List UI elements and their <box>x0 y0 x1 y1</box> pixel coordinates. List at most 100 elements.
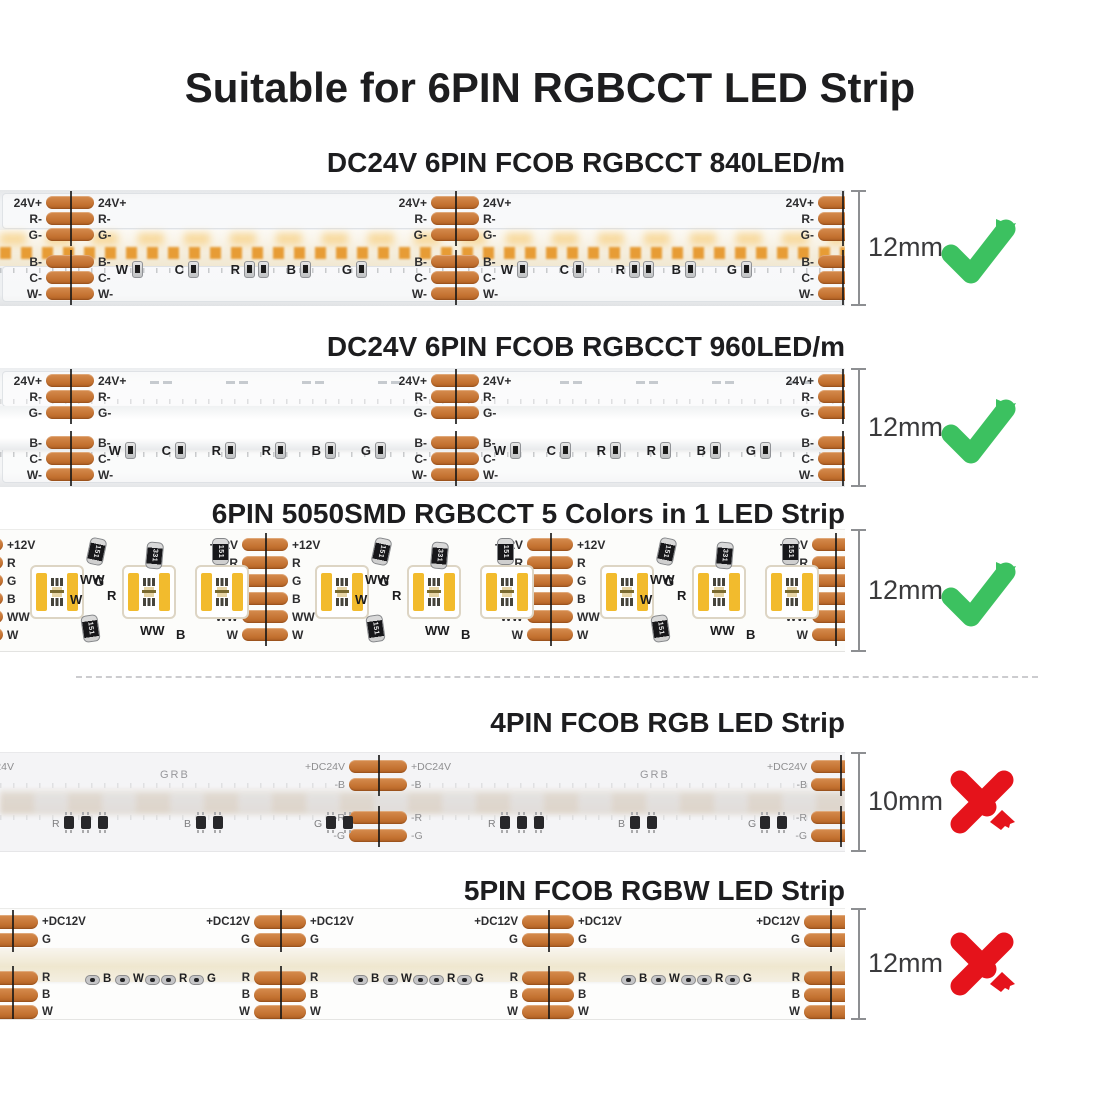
strip-heading: DC24V 6PIN FCOB RGBCCT 840LED/m <box>326 147 845 178</box>
pad-label: B- <box>801 254 814 269</box>
print-label: GRB <box>640 769 670 781</box>
component-label: C <box>546 443 556 458</box>
component-label: WW <box>650 572 675 587</box>
check-icon <box>938 207 1020 289</box>
pad-label: -G <box>795 829 807 842</box>
component-chip <box>610 442 621 459</box>
solder-pad <box>812 556 845 569</box>
component-label: R <box>488 818 496 830</box>
cut-line <box>378 806 380 847</box>
component-label: WW <box>425 623 450 638</box>
component-label: G <box>748 818 757 830</box>
solder-pad <box>818 228 845 241</box>
pad-label: G- <box>98 227 112 242</box>
width-bracket-cap <box>851 908 866 910</box>
width-bracket-cap <box>851 368 866 370</box>
width-label: 12mm <box>868 412 944 442</box>
pad-label: B- <box>483 254 496 269</box>
cut-line <box>70 191 72 246</box>
solder-pad <box>818 271 845 284</box>
component-label: B <box>639 973 648 985</box>
resistor-chip: 331 <box>714 541 735 570</box>
component-label: G <box>94 574 105 589</box>
pad-label: 24V+ <box>483 373 512 388</box>
component-label: G <box>360 443 371 458</box>
component-chip <box>725 975 740 985</box>
pad-label: 24V+ <box>98 195 127 210</box>
solder-mark <box>788 381 810 384</box>
resistor-chip: 331 <box>429 541 450 570</box>
resistor-chip: 151 <box>650 613 671 644</box>
pad-label: G- <box>28 227 42 242</box>
width-bracket-cap <box>851 529 866 531</box>
component-chip <box>225 442 236 459</box>
pad-label: G <box>310 934 319 946</box>
component-label: B <box>461 627 471 642</box>
cut-line <box>842 431 844 486</box>
led-strip-1: 24V+24V+R-R-G-G-B-B-C-C-W-W-24V+24V+R-R-… <box>0 190 845 306</box>
pad-label: G- <box>413 227 427 242</box>
pad-label: +12V <box>292 537 321 552</box>
component-chip <box>697 975 712 985</box>
component-chip <box>647 812 657 833</box>
solder-pad <box>0 915 38 929</box>
solder-pad <box>0 933 38 947</box>
cut-line <box>550 533 552 646</box>
component-chip <box>413 975 428 985</box>
component-label: G <box>664 574 675 589</box>
pad-label: R <box>514 555 523 570</box>
pad-label: R- <box>414 389 427 404</box>
component-label: WW <box>710 623 735 638</box>
width-bracket-cap <box>851 1018 866 1020</box>
pad-label: +DC24V <box>767 760 807 773</box>
component-label: R <box>392 588 402 603</box>
resistor-code: 151 <box>661 544 672 559</box>
component-chip <box>188 261 199 278</box>
solder-pad <box>0 574 3 587</box>
solder-pad <box>804 988 845 1002</box>
component-label: G <box>341 262 352 277</box>
component-label: B <box>618 818 626 830</box>
component-label: R <box>715 973 724 985</box>
width-bracket-cap <box>851 485 866 487</box>
pad-label: W- <box>483 286 499 301</box>
component-label: C <box>174 262 184 277</box>
solder-pad <box>811 778 845 791</box>
pad-label: C- <box>98 270 111 285</box>
component-chip <box>534 812 544 833</box>
pad-label: R- <box>801 211 814 226</box>
solder-pad <box>811 760 845 773</box>
pad-label: R <box>292 555 301 570</box>
pad-label: G <box>292 573 302 588</box>
section-divider <box>76 676 1038 678</box>
pad-label: C- <box>801 451 814 466</box>
component-label: R <box>52 818 60 830</box>
resistor-code: 151 <box>217 544 224 559</box>
solder-mark <box>302 381 324 384</box>
pad-label: WW <box>7 609 30 624</box>
pad-label: +12V <box>577 537 606 552</box>
led-5050-package <box>765 565 819 619</box>
pad-label: G- <box>413 405 427 420</box>
solder-mark <box>636 381 658 384</box>
pad-label: +DC12V <box>756 916 800 928</box>
led-5050-package <box>692 565 746 619</box>
pad-label: W- <box>98 286 114 301</box>
pad-label: W <box>42 1006 53 1018</box>
pad-label: 24V+ <box>785 373 814 388</box>
solder-pad <box>818 212 845 225</box>
component-chip <box>517 261 528 278</box>
solder-pad <box>812 592 845 605</box>
pad-label: -R <box>333 811 345 824</box>
component-chip <box>356 261 367 278</box>
pad-label: B- <box>98 435 111 450</box>
solder-pad <box>818 468 845 481</box>
solder-pad <box>818 374 845 387</box>
solder-pad <box>812 628 845 641</box>
solder-pad <box>818 452 845 465</box>
component-chip <box>145 975 160 985</box>
component-label: G <box>207 973 216 985</box>
resistor-chip: 151 <box>365 613 386 644</box>
component-chip <box>685 261 696 278</box>
